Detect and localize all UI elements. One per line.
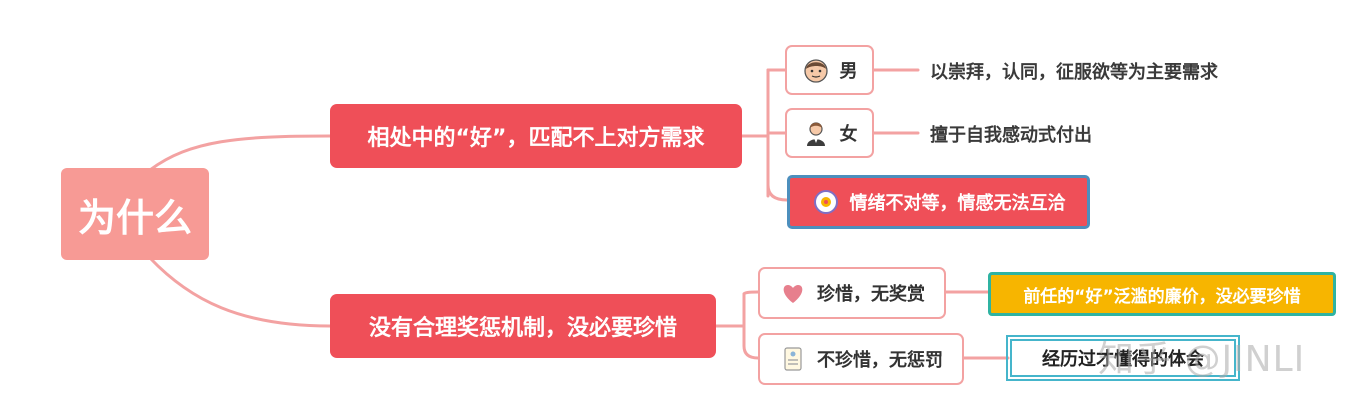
root-node[interactable]: 为什么 bbox=[61, 168, 209, 260]
node-label: 不珍惜，无惩罚 bbox=[817, 350, 943, 371]
note-female-selfmoving: 擅于自我感动式付出 bbox=[930, 125, 1092, 146]
root-label: 为什么 bbox=[77, 195, 192, 240]
note-experience[interactable]: 经历过才懂得的体会 bbox=[1006, 335, 1240, 381]
node-label: 情绪不对等，情感无法互洽 bbox=[849, 193, 1066, 214]
note-label: 经历过才懂得的体会 bbox=[1042, 349, 1204, 370]
watermark: 知乎 @JINLI bbox=[1098, 339, 1306, 380]
node-not-cherish-no-punish[interactable]: 不珍惜，无惩罚 bbox=[758, 333, 964, 385]
note-label: 前任的“好”泛滥的廉价，没必要珍惜 bbox=[1023, 286, 1301, 307]
note-cheap-kindness[interactable]: 前任的“好”泛滥的廉价，没必要珍惜 bbox=[988, 272, 1336, 316]
heart-icon bbox=[783, 285, 803, 303]
brain-gear-icon bbox=[813, 190, 838, 214]
branch-no-reward-punish[interactable]: 没有合理奖惩机制，没必要珍惜 bbox=[330, 294, 716, 358]
connector-root-branch2 bbox=[148, 256, 332, 328]
node-cherish-no-reward[interactable]: 珍惜，无奖赏 bbox=[758, 267, 946, 319]
node-label: 男 bbox=[839, 61, 858, 82]
node-emotional-imbalance[interactable]: 情绪不对等，情感无法互洽 bbox=[787, 175, 1090, 229]
node-label: 珍惜，无奖赏 bbox=[817, 284, 925, 305]
branch-mismatch[interactable]: 相处中的“好”，匹配不上对方需求 bbox=[330, 104, 742, 168]
connector-root-branch1 bbox=[148, 134, 332, 172]
man-face-icon bbox=[803, 59, 828, 83]
woman-figure-icon bbox=[806, 122, 825, 146]
branch-label: 没有合理奖惩机制，没必要珍惜 bbox=[368, 316, 677, 341]
branch-label: 相处中的“好”，匹配不上对方需求 bbox=[367, 126, 705, 151]
note-male-needs: 以崇拜，认同，征服欲等为主要需求 bbox=[930, 62, 1218, 83]
node-female[interactable]: 女 bbox=[785, 108, 874, 158]
node-label: 女 bbox=[839, 124, 858, 145]
node-male[interactable]: 男 bbox=[785, 45, 874, 95]
document-icon bbox=[784, 347, 802, 371]
